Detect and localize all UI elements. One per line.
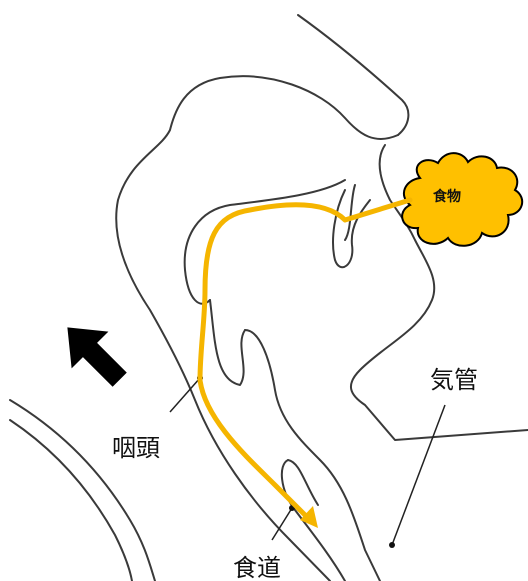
food-label: 食物 (433, 186, 461, 206)
head-contour (298, 15, 408, 135)
palate-outline (116, 76, 398, 581)
food-cloud (402, 153, 522, 246)
pharynx-pointer (170, 378, 200, 412)
esophagus-inner (288, 460, 318, 505)
esophagus-label: 食道 (233, 548, 281, 581)
pharynx-label: 咽頭 (112, 428, 160, 463)
arrow-up-right-icon (49, 309, 138, 398)
trachea-pointer (392, 405, 445, 545)
trachea-label: 気管 (430, 360, 478, 395)
trachea-pointer-dot (389, 542, 395, 548)
posterior-pharynx-wall (210, 300, 245, 385)
food-path (200, 200, 410, 520)
laryngeal-outline (245, 330, 380, 581)
